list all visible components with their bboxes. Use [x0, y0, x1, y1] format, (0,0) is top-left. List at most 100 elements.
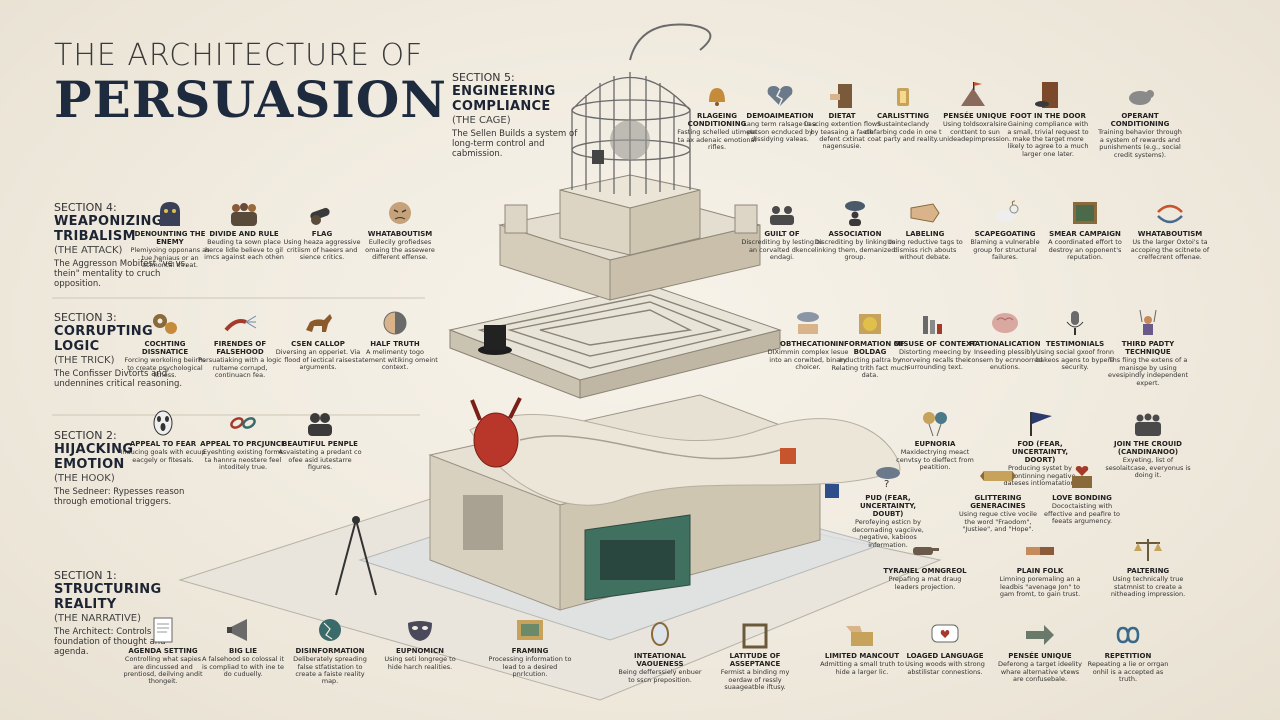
technique-name: JOIN THE CROUID (CANDINANOO) — [1114, 440, 1182, 457]
technique-desc: Fermist a binding my oerdaw of ressly su… — [720, 668, 790, 692]
technique-desc: A melimenty togo statement witiking omei… — [352, 348, 438, 371]
technique-name: MISUSE OF CONTEXT — [893, 340, 977, 348]
technique-name: PLAIN FOLK — [1016, 567, 1064, 575]
page-title-line2: PERSUASION — [54, 70, 447, 129]
section-desc: The Confisser Divtorts and undennines cr… — [54, 369, 183, 389]
technique-name: LOVE BONDING — [1052, 494, 1112, 502]
section-title: ENGINEERING COMPLIANCE — [452, 83, 556, 114]
section-1-header: SECTION 1: STRUCTURING REALITY (THE NARR… — [54, 569, 194, 657]
tag-icon — [910, 203, 940, 223]
technique-desc: Deliberately spreading false stfatistati… — [293, 655, 367, 686]
hose-icon — [224, 315, 257, 332]
heart-box-icon — [1072, 466, 1092, 488]
technique-desc: Processing information to lead to a desi… — [488, 655, 572, 678]
technique-name: GLITTERING GENERACINES — [970, 494, 1026, 511]
technique-item: JOIN THE CROUID (CANDINANOO)Exyeting, li… — [1105, 408, 1191, 480]
technique-desc: Using seti longrege to hide harch realit… — [384, 655, 456, 671]
section-label: SECTION 1: — [54, 569, 117, 582]
infinity-icon — [1116, 626, 1140, 644]
puppet-icon — [1139, 309, 1157, 335]
technique-desc: Us the larger Oxtoi's ta accoping the sc… — [1130, 238, 1210, 261]
technique-name: PENSÉE UNIQUE — [1008, 652, 1072, 660]
section-3-header: SECTION 3: CORRUPTING LOGIC (THE TRICK) … — [54, 311, 194, 390]
technique-name: EUPNOMICN — [396, 647, 444, 655]
technique-name: CARLISTTING — [877, 112, 929, 120]
foot-door-icon — [1035, 82, 1058, 108]
chain-icon — [230, 417, 256, 429]
lantern-icon — [897, 88, 909, 106]
technique-name: FOOT IN THE DOOR — [1010, 112, 1086, 120]
technique-item: ?PUD (FEAR, UNCERTAINTY, DOUBT)Perofeyin… — [845, 462, 931, 549]
section-4-header: SECTION 4: WEAPONIZING TRIBALISM (THE AT… — [54, 201, 194, 289]
technique-desc: Maxidectrying meact cenvtsy to dieffect … — [896, 448, 974, 471]
technique-name: FLAG — [311, 230, 333, 238]
bar-chart-icon — [923, 316, 942, 334]
open-box-icon — [846, 626, 873, 646]
crowd2-icon — [1135, 413, 1161, 436]
cloud-person-icon — [845, 201, 865, 226]
technique-desc: Training behavior through a system of re… — [1098, 128, 1182, 159]
technique-desc: Prepafing a mat draug leaders projection… — [888, 575, 962, 591]
smile-box-icon — [859, 314, 881, 334]
technique-desc: DIXimmin complex lesue into an corwited,… — [767, 348, 849, 371]
technique-desc: Using regue ctive vocile the word "Fraod… — [959, 510, 1037, 534]
technique-name: ASSOCIATION — [828, 230, 882, 238]
cloud-box-icon — [797, 312, 819, 334]
square-frame-icon — [742, 623, 768, 649]
technique-desc: Blaming a vulnerable group for structura… — [970, 238, 1040, 261]
technique-desc: Controlling what sapies are dincussed an… — [123, 655, 203, 686]
section-title: HIJACKING EMOTION — [54, 441, 134, 472]
technique-name: DIVIDE AND RULE — [209, 230, 279, 238]
technique-name: OPERANT CONDITIONING — [1110, 112, 1170, 129]
technique-desc: Diversing an opperiet. Via flood of iect… — [275, 348, 361, 371]
technique-name: LATITUDE OF ASSEPTANCE — [729, 652, 781, 669]
technique-desc: Discrediting by lesting to an corvalted … — [741, 238, 823, 261]
technique-desc: Ths fiing the extens of a manisge by usi… — [1107, 356, 1189, 387]
crowd-icon — [231, 203, 257, 226]
goat-icon — [995, 200, 1019, 222]
technique-desc: Perofeying esticn by decornading vagciiv… — [852, 518, 924, 549]
technique-name: SMEAR CAMPAIGN — [1049, 230, 1121, 238]
technique-name: WHATABOUTISM — [1137, 230, 1203, 238]
technique-name: PENSÉE UNIQUE — [943, 112, 1007, 120]
scales-icon — [1134, 539, 1162, 561]
section-desc: The Sedneer: Rypesses reason through emo… — [54, 487, 185, 507]
cannon-icon — [310, 207, 330, 225]
technique-name: LIMITED MANCOUT — [824, 652, 900, 660]
technique-name: APPEAL TO PRCJUNCE — [200, 440, 286, 448]
technique-name: RLAGEING CONDITIONING — [687, 112, 747, 129]
page-title-line1: THE ARCHITECTURE OF — [54, 38, 424, 73]
technique-desc: Sustainteclandy clefarbing code in one t… — [864, 120, 942, 143]
section-title: WEAPONIZING TRIBALISM — [54, 213, 163, 244]
technique-desc: Distorting meecing by morveing recalls t… — [898, 348, 972, 371]
section-subtitle: (THE NARRATIVE) — [54, 612, 142, 624]
technique-name: GUILT OF — [764, 230, 800, 238]
couple-icon — [308, 413, 332, 436]
section-label: SECTION 2: — [54, 429, 117, 442]
section-title: STRUCTURING REALITY — [54, 581, 162, 612]
technique-name: DISINFORMATION — [295, 647, 365, 655]
